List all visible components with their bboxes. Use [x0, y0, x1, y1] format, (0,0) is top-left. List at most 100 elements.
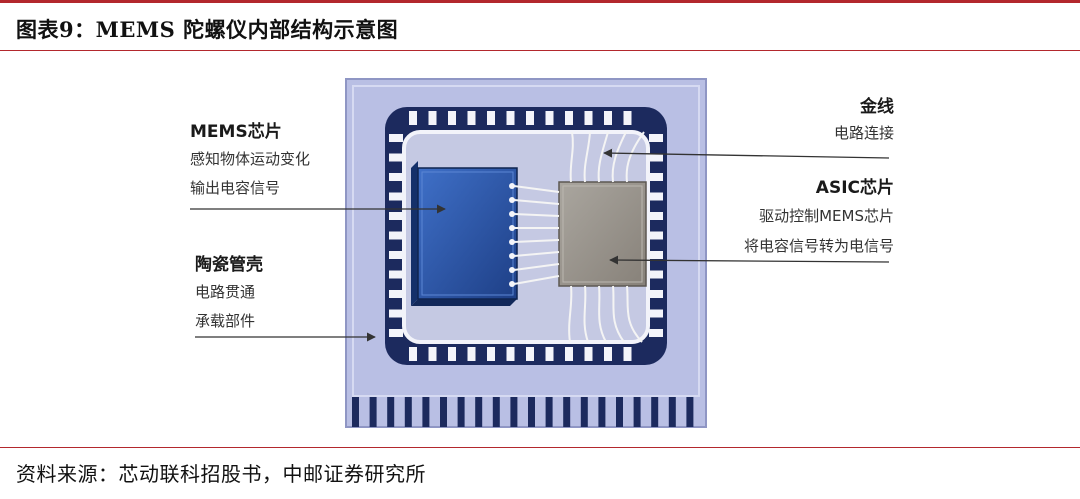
- package-pin: [457, 397, 465, 427]
- caption-rule: [0, 50, 1080, 51]
- gold-wire-top: [625, 131, 645, 183]
- mems-chip-desc-1: 感知物体运动变化: [190, 150, 311, 168]
- package-pin: [633, 397, 641, 427]
- frame-pad: [428, 347, 437, 361]
- frame-pad: [389, 251, 403, 259]
- frame-pad: [649, 134, 663, 142]
- gold-wire-top: [583, 131, 591, 183]
- package-pin: [668, 397, 676, 427]
- frame-pad: [604, 347, 612, 361]
- package-pin: [510, 397, 518, 427]
- gold-wire-mems-asic: [513, 239, 560, 243]
- gold-wire-bottom: [626, 285, 643, 343]
- package-pin: [440, 397, 447, 427]
- frame-pad: [649, 153, 663, 162]
- frame-pad: [584, 111, 593, 125]
- frame-pad: [649, 173, 663, 181]
- package-pin: [545, 397, 553, 427]
- gold-wire-bottom: [583, 285, 589, 343]
- mems-bond-pad: [509, 211, 515, 217]
- package-pin: [686, 397, 694, 427]
- package-pin: [422, 397, 430, 427]
- frame-pad: [487, 347, 495, 361]
- gold-wire-bottom: [612, 285, 625, 343]
- frame-pad: [649, 231, 663, 240]
- ceramic-shell-title: 陶瓷管壳: [195, 255, 263, 275]
- gold-wire-top: [611, 131, 627, 183]
- frame-pad: [545, 347, 554, 361]
- package-pin: [404, 397, 412, 427]
- mems-chip-title: MEMS芯片: [190, 122, 282, 142]
- asic-chip-title: ASIC芯片: [815, 178, 894, 198]
- frame-pad: [389, 290, 403, 298]
- frame-pad: [448, 347, 456, 361]
- frame-pad: [526, 111, 534, 125]
- package-pin: [352, 397, 359, 427]
- frame-pad: [389, 173, 403, 181]
- package-pin: [369, 397, 377, 427]
- mems-bond-pad: [509, 267, 515, 273]
- frame-pad: [389, 134, 403, 142]
- ceramic-shell-desc-1: 电路贯通: [195, 283, 256, 301]
- mems-chip: [411, 161, 518, 306]
- frame-pad: [389, 153, 403, 162]
- gold-wires: [513, 131, 645, 343]
- leader-asic: [609, 255, 890, 265]
- frame-pad: [428, 111, 437, 125]
- package-pin: [563, 397, 571, 427]
- gold-wire-top: [597, 131, 609, 183]
- frame-pad: [565, 111, 573, 125]
- figure-caption: 图表9：MEMS 陀螺仪内部结构示意图: [16, 17, 399, 42]
- package-pin: [475, 397, 483, 427]
- mems-bond-pad: [509, 183, 515, 189]
- gold-wire-bottom: [568, 285, 573, 343]
- frame-pad: [409, 111, 417, 125]
- package-inner-bevel: [352, 85, 700, 397]
- frame-pad: [448, 111, 456, 125]
- frame-pad: [649, 251, 663, 259]
- frame-pad: [389, 309, 403, 318]
- gold-wire-mems-asic: [513, 185, 560, 193]
- gold-wire-desc-1: 电路连接: [833, 124, 894, 142]
- gold-wire-bottom: [598, 285, 607, 343]
- frame-pad: [389, 212, 403, 220]
- frame-pad: [649, 309, 663, 318]
- frame-pad: [604, 111, 612, 125]
- frame-pad: [584, 347, 593, 361]
- frame-pad: [389, 231, 403, 240]
- leader-gold: [603, 148, 890, 159]
- mems-bond-pad: [509, 239, 515, 245]
- frame-pad: [526, 347, 534, 361]
- package-pin: [528, 397, 535, 427]
- frame-pad: [487, 111, 495, 125]
- gold-wire-title: 金线: [860, 97, 894, 117]
- asic-chip: [558, 181, 647, 287]
- gold-wire-mems-asic: [513, 251, 560, 257]
- top-rule: [0, 0, 1080, 3]
- frame-pad: [649, 192, 663, 201]
- package-pin: [580, 397, 588, 427]
- package-pin: [598, 397, 606, 427]
- mems-bond-pad: [509, 253, 515, 259]
- frame-pad: [506, 111, 515, 125]
- mems-bond-pads: [509, 183, 515, 287]
- asic-chip-desc-1: 驱动控制MEMS芯片: [759, 207, 894, 225]
- gold-wire-mems-asic: [513, 263, 560, 271]
- package-bottom-pins: [352, 397, 694, 427]
- gold-wire-mems-asic: [513, 213, 560, 217]
- frame-pad: [467, 111, 476, 125]
- frame-pad: [623, 111, 632, 125]
- frame-pad: [623, 347, 632, 361]
- mems-bond-pad: [509, 225, 515, 231]
- mems-bond-pad: [509, 197, 515, 203]
- frame-pad: [545, 111, 554, 125]
- frame-pad: [649, 329, 663, 337]
- frame-pad: [649, 290, 663, 298]
- frame-pad: [409, 347, 417, 361]
- gold-wire-mems-asic: [513, 199, 560, 205]
- frame-pad: [389, 270, 403, 279]
- frame-pad: [389, 192, 403, 201]
- ceramic-shell-desc-2: 承载部件: [195, 312, 256, 330]
- package-pin: [492, 397, 500, 427]
